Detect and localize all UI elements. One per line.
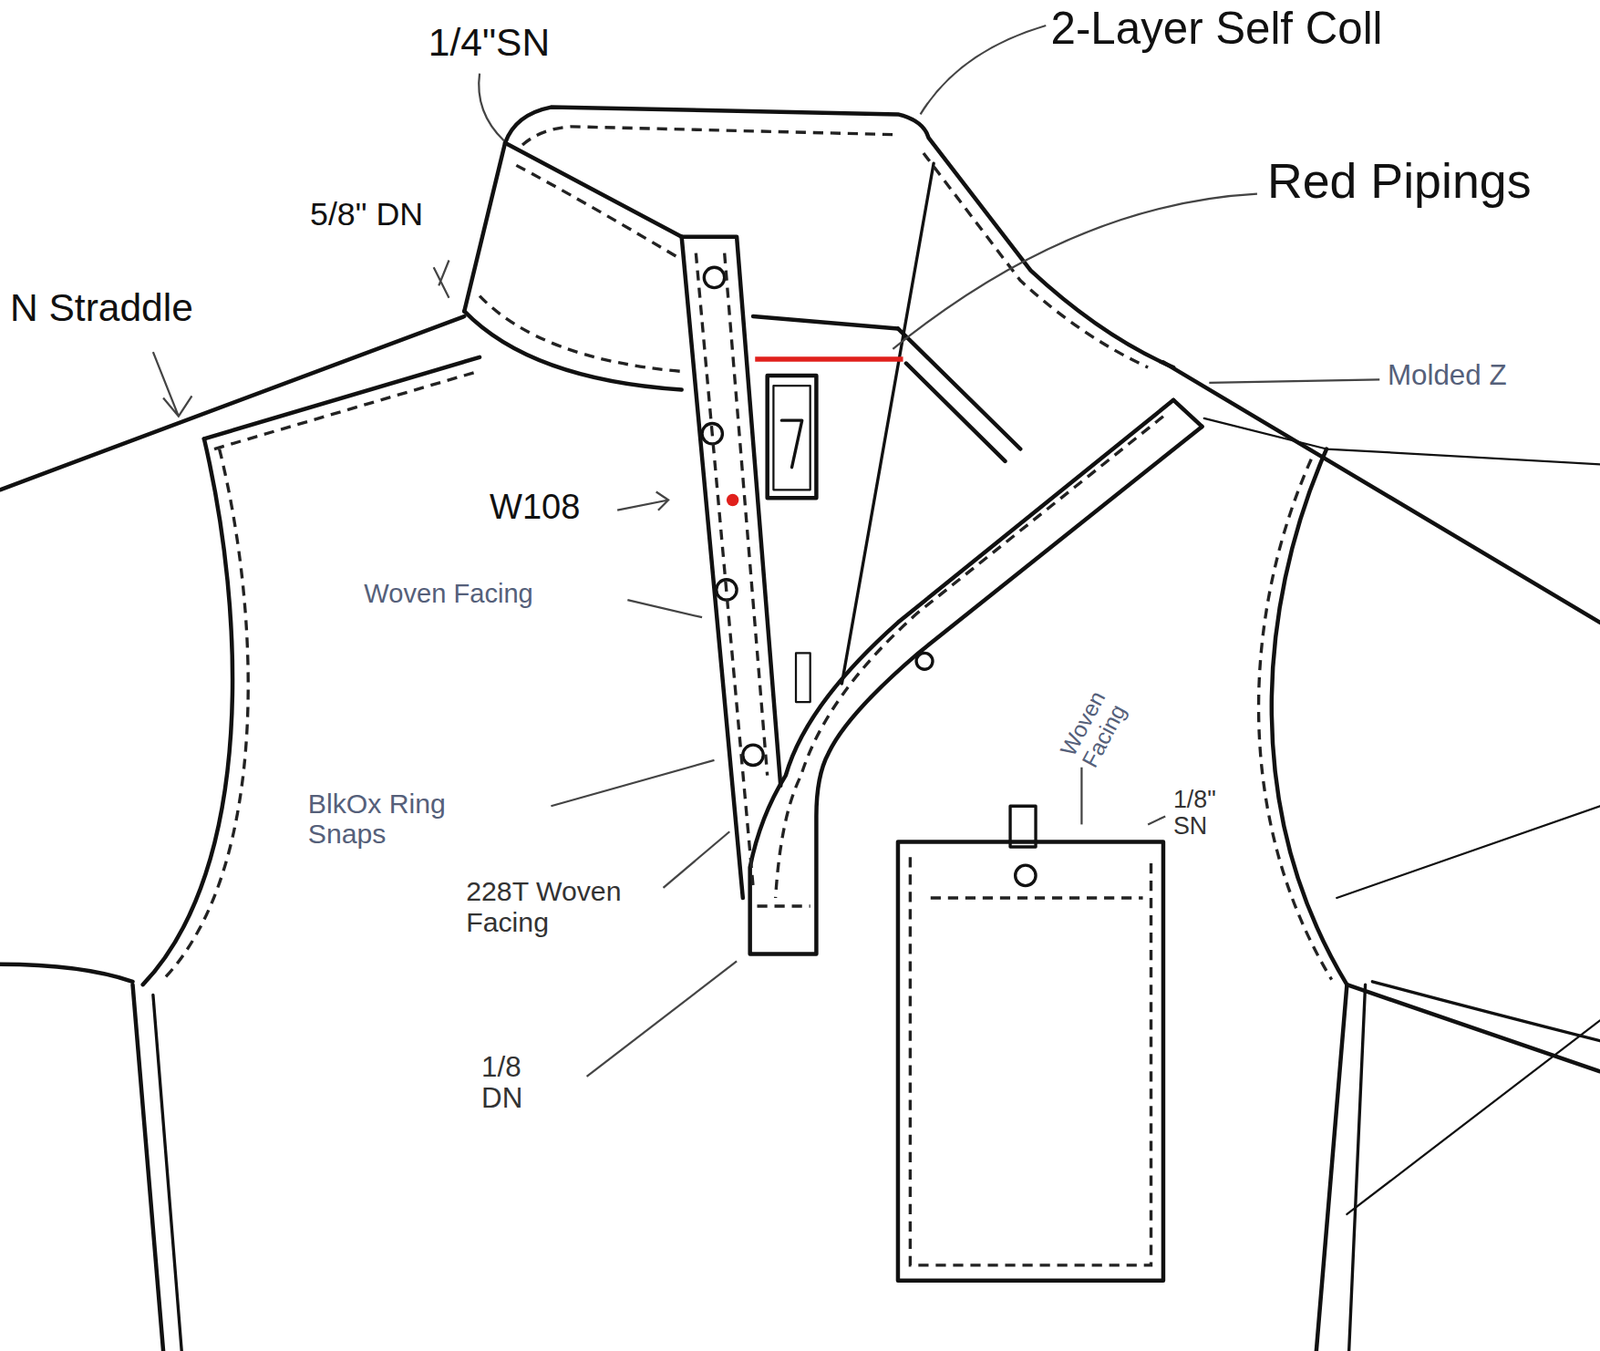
facing-callout: Woven Facing [361,578,535,610]
facing-callout: Woven Facing [1053,665,1145,775]
stitch-spec: N Straddle [8,285,196,331]
stitch-spec: 5/8" DN [308,196,425,234]
collar-callout: 2-Layer Self Coll [1049,2,1385,54]
trim-callout: Red Pipings [1265,153,1534,209]
trim-callout: Molded Z [1385,359,1509,393]
stitch-spec: 1/8 DN [479,1051,545,1116]
facing-callout: 228T Woven Facing [464,875,672,938]
stitch-spec: 1/4"SN [426,20,552,65]
snap-callout: BlkOx Ring Snaps [306,787,484,850]
part-code: W108 [487,487,582,528]
stitch-spec: 1/8" SN [1171,785,1227,842]
